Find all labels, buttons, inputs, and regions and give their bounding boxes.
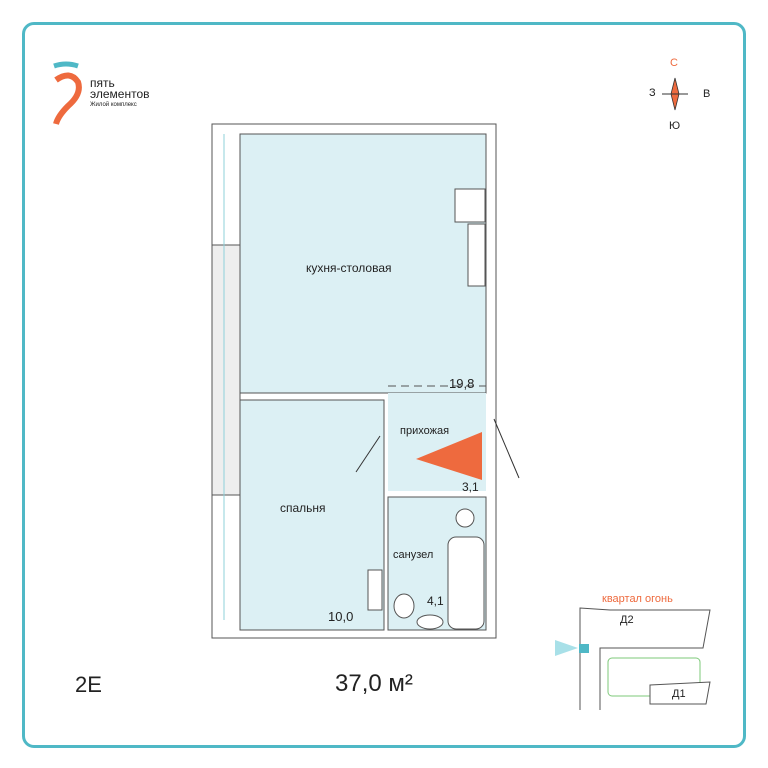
apartment-location-marker bbox=[579, 644, 589, 653]
logo-line1: пять bbox=[90, 76, 115, 90]
room-area: 4,1 bbox=[427, 594, 444, 608]
stove-icon bbox=[467, 223, 486, 287]
entrance-arrow-icon bbox=[416, 432, 482, 480]
room-bedroom bbox=[239, 399, 385, 631]
compass-south: Ю bbox=[669, 120, 681, 132]
room-area: 19,8 bbox=[449, 376, 475, 391]
washer-icon bbox=[455, 508, 475, 528]
sink-icon bbox=[454, 188, 486, 223]
room-area: 3,1 bbox=[462, 480, 479, 494]
wardrobe-icon bbox=[367, 569, 383, 611]
toilet-icon bbox=[393, 593, 415, 619]
room-label: спальня bbox=[280, 501, 326, 515]
bathtub-icon bbox=[447, 536, 485, 630]
page-frame bbox=[22, 22, 746, 748]
logo-subtitle: Жилой комплекс bbox=[90, 102, 137, 108]
total-area: 37,0 м² bbox=[335, 670, 413, 697]
compass-east: В bbox=[703, 88, 711, 100]
view-direction-icon bbox=[555, 640, 578, 656]
room-label: санузел bbox=[393, 549, 434, 561]
room-area: 10,0 bbox=[328, 609, 354, 624]
compass-west: З bbox=[649, 87, 656, 99]
building-label: Д2 bbox=[620, 614, 634, 626]
site-plan-title: квартал огонь bbox=[602, 593, 673, 605]
site-map bbox=[555, 607, 711, 710]
compass-icon bbox=[662, 77, 688, 111]
room-label: прихожая bbox=[400, 425, 450, 437]
room-kitchen bbox=[239, 133, 487, 394]
apartment-type: 2Е bbox=[75, 672, 102, 697]
logo-line2: элементов bbox=[90, 87, 150, 101]
logo-mark-icon bbox=[53, 61, 82, 125]
washbasin-icon bbox=[416, 614, 444, 630]
room-label: кухня-столовая bbox=[306, 261, 392, 275]
building-label: Д1 bbox=[672, 688, 686, 700]
compass-north: С bbox=[670, 57, 678, 69]
